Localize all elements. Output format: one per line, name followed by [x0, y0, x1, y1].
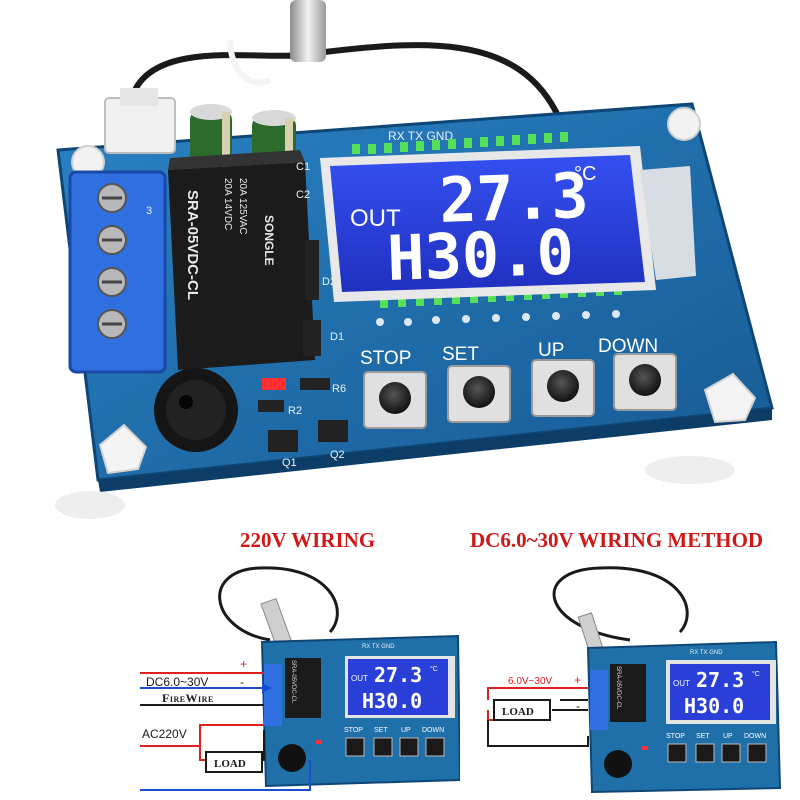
resistor-icon — [258, 400, 284, 412]
mini-set-button — [373, 737, 393, 757]
silk-c1: C1 — [296, 161, 310, 173]
button-label-stop: STOP — [360, 348, 411, 369]
buzzer-icon — [154, 368, 238, 452]
mini-lcd-unit: °C — [430, 665, 438, 673]
left-diagram-title: 220V WIRING — [240, 528, 376, 552]
standoff-icon — [98, 423, 148, 475]
pcb-edge — [98, 408, 772, 492]
relay-model: SRA-05VDC-CL — [184, 190, 201, 300]
mini-label-down: DOWN — [744, 733, 766, 740]
right-load-box — [493, 699, 551, 721]
silk-q1: Q1 — [282, 457, 297, 469]
mini-lcd-out: OUT — [351, 674, 368, 683]
mini-lcd-temp: 27.3 — [374, 663, 422, 687]
mini-lcd-unit: °C — [752, 670, 760, 678]
wire-ac-1 — [140, 724, 264, 747]
up-button[interactable] — [531, 359, 595, 417]
suction-foot — [645, 456, 735, 484]
mini-header-pins: RX TX GND — [362, 644, 395, 650]
mini-lcd — [670, 664, 770, 720]
button-label-set: SET — [442, 344, 479, 365]
transistor-icon — [268, 430, 298, 452]
right-dc-label: 6.0V~30V — [508, 676, 553, 687]
left-minus: - — [240, 675, 244, 689]
left-dc-label: DC6.0~30V — [146, 675, 208, 689]
mini-buzzer-icon — [604, 750, 632, 778]
mini-header-pins: RX TX GND — [690, 650, 723, 656]
lcd-out: OUT — [350, 205, 401, 232]
mini-label-stop: STOP — [666, 733, 685, 740]
right-diagram-title: DC6.0~30V WIRING METHOD — [470, 528, 764, 552]
mini-buzzer-icon — [278, 744, 306, 772]
left-plus: + — [240, 657, 247, 671]
mini-label-set: SET — [374, 727, 388, 734]
mini-stop-button — [667, 743, 687, 763]
button-label-down: DOWN — [598, 336, 658, 357]
mini-up-button — [721, 743, 741, 763]
mini-label-down: DOWN — [422, 727, 444, 734]
mini-lcd — [348, 659, 448, 715]
mini-set-button — [695, 743, 715, 763]
wire-load — [199, 746, 206, 761]
probe-connector — [104, 97, 176, 154]
right-plus: + — [574, 673, 581, 687]
wire-dc-plus — [487, 687, 588, 700]
lcd-display: OUT 27.3 °C H30.0 — [320, 146, 696, 302]
silk-c2: C2 — [296, 189, 310, 201]
cable-tie — [227, 39, 272, 86]
header-pins-label: RX TX GND — [388, 129, 453, 143]
right-wiring-diagram: SRA-05VDC-CL RX TX GND OUT 27.3 °C H30.0… — [487, 566, 782, 794]
mini-lcd-setpoint: H30.0 — [684, 694, 744, 718]
relay-rating-2: 20A 125VAC — [237, 178, 248, 235]
right-load-label: LOAD — [502, 706, 534, 718]
silk-q2: Q2 — [330, 449, 345, 461]
mini-stop-button — [345, 737, 365, 757]
lcd-top-pins — [352, 132, 568, 154]
mini-label-stop: STOP — [344, 727, 363, 734]
mini-down-button — [425, 737, 445, 757]
left-firewire-label: FireWire — [162, 691, 214, 705]
wire-ac-2 — [140, 760, 311, 791]
mini-label-set: SET — [696, 733, 710, 740]
relay-brand: SONGLE — [262, 215, 276, 266]
silk-j3: 3 — [146, 205, 152, 217]
mini-relay-model: SRA-05VDC-CL — [290, 660, 296, 704]
stop-button[interactable] — [363, 371, 427, 429]
mini-relay-model: SRA-05VDC-CL — [615, 666, 621, 710]
mini-lcd-out: OUT — [673, 679, 690, 688]
lcd-setpoint: H30.0 — [386, 216, 575, 295]
suction-foot — [55, 491, 125, 519]
right-minus: - — [576, 699, 580, 713]
mini-label-up: UP — [723, 733, 733, 740]
relay-rating-1: 20A 14VDC — [222, 178, 233, 230]
left-wiring-diagram: SRA-05VDC-CL RX TX GND OUT 27.3 °C H30.0… — [140, 566, 460, 791]
lcd-temp: 27.3 — [438, 159, 590, 237]
silk-r2: R2 — [288, 405, 302, 417]
down-button[interactable] — [613, 353, 677, 411]
diode-icon — [303, 320, 321, 356]
wire-return — [487, 720, 589, 747]
led-indicator — [262, 378, 286, 390]
mini-up-button — [399, 737, 419, 757]
silk-r6: R6 — [332, 383, 346, 395]
lcd-unit: °C — [574, 163, 596, 185]
left-load-box — [205, 751, 263, 773]
mini-down-button — [747, 743, 767, 763]
button-label-up: UP — [538, 340, 564, 361]
screw-terminal — [68, 170, 167, 374]
standoff-icon — [703, 372, 757, 424]
mini-label-up: UP — [401, 727, 411, 734]
left-load-label: LOAD — [214, 758, 246, 770]
standoff-icon — [667, 107, 701, 141]
silk-d1: D1 — [330, 331, 344, 343]
steel-probe — [290, 0, 326, 62]
main-board-photo: SRA-05VDC-CL 20A 14VDC 20A 125VAC SONGLE… — [55, 0, 774, 519]
set-button[interactable] — [447, 365, 511, 423]
mini-lcd-temp: 27.3 — [696, 668, 744, 692]
left-ac-label: AC220V — [142, 727, 187, 741]
transistor-icon — [318, 420, 348, 442]
resistor-icon — [300, 378, 330, 390]
mini-lcd-setpoint: H30.0 — [362, 689, 422, 713]
relay: SRA-05VDC-CL 20A 14VDC 20A 125VAC SONGLE — [168, 150, 315, 370]
